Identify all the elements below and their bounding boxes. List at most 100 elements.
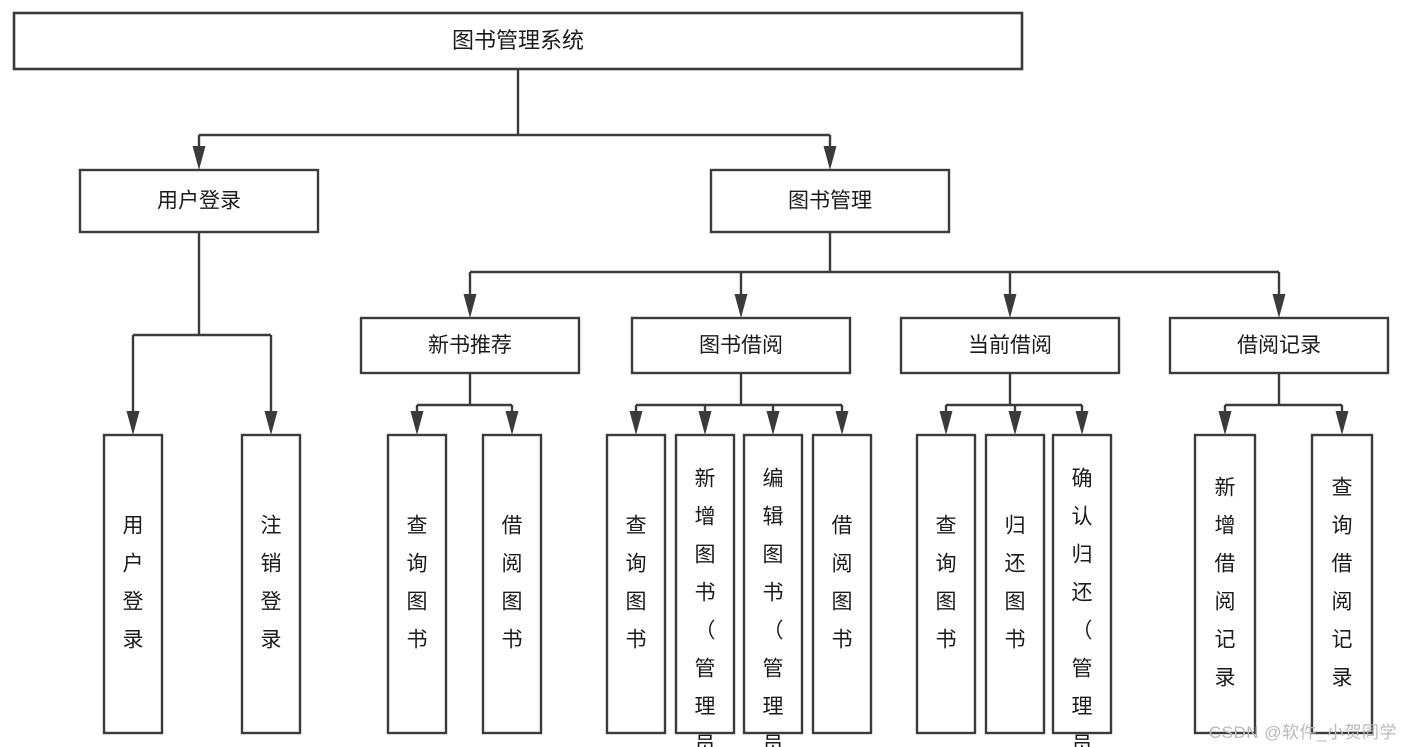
node-box[interactable] <box>1310 433 1374 735</box>
node-user-login[interactable]: 用户登录 <box>78 168 320 234</box>
arrow-head-icon <box>463 294 477 318</box>
node-label-char: 图 <box>502 591 523 614</box>
node-book-manage[interactable]: 图书管理 <box>709 168 951 234</box>
node-label-char: 新 <box>695 468 716 491</box>
node-box[interactable] <box>78 168 320 234</box>
node-box[interactable] <box>709 168 951 234</box>
arrow-head-icon <box>835 411 849 435</box>
arrow-head-icon <box>505 411 519 435</box>
connector-group <box>463 232 1286 318</box>
node-label-char: 员 <box>695 734 716 747</box>
node-book-borrow[interactable]: 图书借阅 <box>630 316 852 375</box>
node-label-char: 理 <box>763 696 784 719</box>
node-label: 图书借阅 <box>699 334 783 357</box>
arrow-head-icon <box>126 411 140 435</box>
node-label-char: 书 <box>763 582 784 605</box>
connector-group <box>192 69 837 170</box>
node-box[interactable] <box>12 11 1024 71</box>
node-box[interactable] <box>742 433 804 735</box>
node-label-char: 用 <box>123 515 144 538</box>
node-label-char: 图 <box>832 591 853 614</box>
arrow-head-icon <box>1008 411 1022 435</box>
node-label-char: 注 <box>261 515 282 538</box>
node-box[interactable] <box>1168 316 1390 375</box>
node-leaf-user-login[interactable]: 用户登录 <box>102 433 164 735</box>
node-label-char: 图 <box>763 544 784 567</box>
node-box[interactable] <box>386 433 448 735</box>
node-box[interactable] <box>359 316 581 375</box>
node-label-char: 新 <box>1215 477 1236 500</box>
node-box[interactable] <box>1051 433 1113 735</box>
arrow-head-icon <box>823 146 837 170</box>
node-box[interactable] <box>605 433 667 735</box>
node-box[interactable] <box>915 433 977 735</box>
node-label-char: 询 <box>1332 515 1353 538</box>
arrow-head-icon <box>410 411 424 435</box>
node-label: 当前借阅 <box>968 334 1052 357</box>
node-box[interactable] <box>481 433 543 735</box>
node-label-char: 书 <box>502 629 523 652</box>
node-label: 图书管理 <box>788 190 872 213</box>
arrow-head-icon <box>1075 411 1089 435</box>
node-label-char: 图 <box>1005 591 1026 614</box>
node-label-char: 借 <box>502 515 523 538</box>
node-root[interactable]: 图书管理系统 <box>12 11 1024 71</box>
csdn-watermark: CSDN @软件_小贺同学 <box>1208 723 1397 742</box>
node-label-char: 图 <box>626 591 647 614</box>
node-layer: 图书管理系统用户登录图书管理新书推荐图书借阅当前借阅借阅记录用户登录注销登录查询… <box>12 11 1390 747</box>
node-label-char: 登 <box>123 591 144 614</box>
node-label-char: 借 <box>1332 553 1353 576</box>
arrow-head-icon <box>1272 294 1286 318</box>
node-label-char: 管 <box>1072 658 1093 681</box>
node-label-char: 查 <box>407 515 428 538</box>
node-label-char: 阅 <box>1332 591 1353 614</box>
node-label-char: 录 <box>123 629 144 652</box>
node-label: 借阅记录 <box>1237 334 1321 357</box>
node-box[interactable] <box>102 433 164 735</box>
node-box[interactable] <box>899 316 1121 375</box>
node-new-book-rec[interactable]: 新书推荐 <box>359 316 581 375</box>
node-label-char: （ <box>695 620 716 643</box>
node-label: 用户登录 <box>157 190 241 213</box>
node-label-char: 图 <box>695 544 716 567</box>
node-label-char: 阅 <box>832 553 853 576</box>
node-label-char: 销 <box>261 553 282 576</box>
node-label-char: 还 <box>1072 582 1093 605</box>
arrow-head-icon <box>939 411 953 435</box>
node-label-char: 书 <box>1005 629 1026 652</box>
node-box[interactable] <box>240 433 302 735</box>
arrow-head-icon <box>766 411 780 435</box>
node-box[interactable] <box>674 433 736 735</box>
node-borrow-record[interactable]: 借阅记录 <box>1168 316 1390 375</box>
node-label-char: 阅 <box>1215 591 1236 614</box>
node-label-char: 借 <box>832 515 853 538</box>
connector-group <box>126 232 278 435</box>
node-current-borrow[interactable]: 当前借阅 <box>899 316 1121 375</box>
node-box[interactable] <box>811 433 873 735</box>
node-label-char: 管 <box>763 658 784 681</box>
node-label-char: 书 <box>936 629 957 652</box>
connector-group <box>939 373 1089 435</box>
node-label-char: 户 <box>123 553 144 576</box>
node-box[interactable] <box>1193 433 1257 735</box>
node-label-char: 记 <box>1332 629 1353 652</box>
node-box[interactable] <box>630 316 852 375</box>
node-label-char: 借 <box>1215 553 1236 576</box>
node-label-char: 登 <box>261 591 282 614</box>
node-label-char: （ <box>763 620 784 643</box>
node-label-char: 归 <box>1072 544 1093 567</box>
node-box[interactable] <box>984 433 1046 735</box>
node-label-char: 查 <box>1332 477 1353 500</box>
